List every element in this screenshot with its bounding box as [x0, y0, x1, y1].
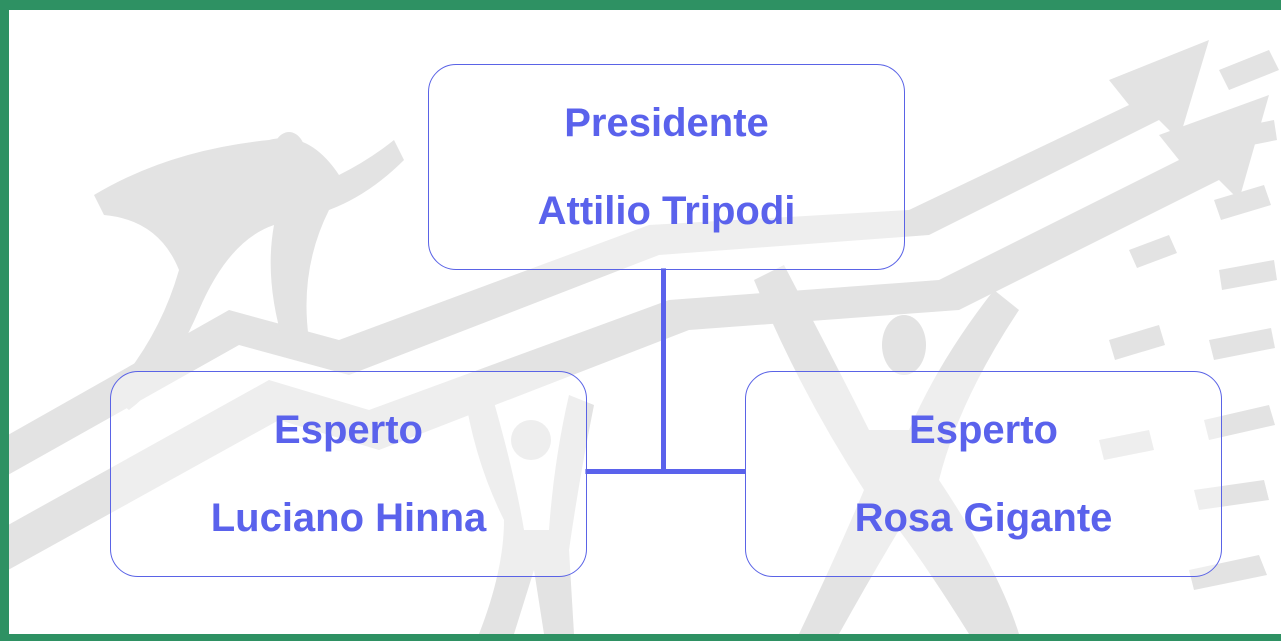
node-expert-left-name: Luciano Hinna	[210, 496, 487, 540]
rising-arrow-front	[9, 95, 1269, 570]
node-president: Presidente Attilio Tripodi	[428, 64, 905, 270]
node-expert-right-role: Esperto	[909, 408, 1058, 452]
connector-horizontal	[585, 469, 745, 474]
node-president-role: Presidente	[564, 101, 769, 145]
node-president-name: Attilio Tripodi	[537, 189, 796, 233]
rising-arrow-back	[9, 40, 1209, 475]
node-expert-right-name: Rosa Gigante	[854, 496, 1113, 540]
connector-vertical	[661, 268, 666, 474]
jumping-figure	[754, 265, 1019, 634]
node-expert-right: Esperto Rosa Gigante	[745, 371, 1222, 577]
node-expert-left: Esperto Luciano Hinna	[110, 371, 587, 577]
node-expert-left-role: Esperto	[274, 408, 423, 452]
running-figure	[94, 138, 404, 410]
